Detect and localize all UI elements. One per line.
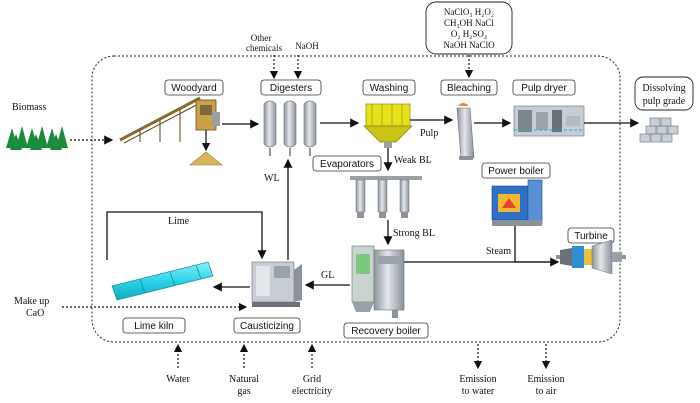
bleach-chemicals-box	[425, 1, 513, 55]
evaporators-box	[312, 155, 382, 172]
water-label: Water	[166, 374, 190, 385]
emission-air-label-2: to air	[536, 386, 557, 397]
woodyard-box	[164, 79, 224, 96]
bleach-chemical-line-4: NaOH NaClO	[443, 40, 495, 50]
causticizing-box	[233, 317, 301, 334]
digesters-box	[260, 79, 322, 96]
makeup-cao-label-2: CaO	[26, 308, 44, 319]
turbine-label: Turbine	[574, 231, 608, 242]
emission-water-label: Emission	[459, 374, 496, 385]
power-boiler-label: Power boiler	[488, 166, 544, 177]
woodyard-conveyor-icon	[119, 96, 220, 144]
lime-kiln-label: Lime kiln	[134, 321, 173, 332]
makeup-cao-label: Make up	[14, 296, 49, 307]
turbine-icon	[556, 239, 626, 275]
gl-label: GL	[321, 270, 334, 281]
washing-box	[362, 79, 416, 96]
digesters-icon	[263, 100, 317, 156]
other-chemicals-label-2: chemicals	[246, 43, 282, 53]
bleaching-label: Bleaching	[447, 83, 491, 94]
washing-label: Washing	[370, 83, 409, 94]
steam-label: Steam	[486, 246, 511, 257]
lime-loop-line	[106, 211, 267, 260]
causticizing-label: Causticizing	[240, 321, 294, 332]
wl-label: WL	[264, 173, 280, 184]
bleaching-tower-icon	[456, 103, 475, 160]
bleach-chemical-line-2: CH₃OH NaCl	[444, 18, 494, 28]
grid-electricity-label: Grid	[303, 374, 321, 385]
dissolving-label-2: pulp grade	[643, 96, 686, 107]
evaporators-icon	[350, 176, 422, 218]
emission-water-label-2: to water	[462, 386, 495, 397]
power-boiler-box	[481, 162, 551, 179]
weak-bl-label: Weak BL	[394, 155, 432, 166]
natural-gas-label: Natural	[229, 374, 259, 385]
grid-electricity-label-2: electricity	[292, 386, 332, 397]
woodyard-label: Woodyard	[171, 83, 216, 94]
emission-air-label: Emission	[527, 374, 564, 385]
power-boiler-icon	[491, 179, 543, 226]
biomass-trees-icon	[6, 126, 68, 150]
bleaching-box	[440, 79, 498, 96]
dissolving-pulp-box	[634, 76, 694, 111]
natural-gas-label-2: gas	[237, 386, 250, 397]
bleach-chemical-line-3: O₂ H₂SO₄	[451, 29, 487, 39]
pulp-bales-icon	[639, 117, 679, 143]
washing-icon	[363, 103, 413, 148]
digesters-label: Digesters	[270, 83, 312, 94]
causticizing-icon	[251, 261, 302, 307]
lime-kiln-box	[122, 317, 186, 334]
naoh-label: NaOH	[295, 41, 319, 51]
recovery-boiler-label: Recovery boiler	[351, 326, 421, 337]
recovery-boiler-box	[343, 322, 429, 339]
wood-chip-pile-icon	[189, 151, 223, 166]
evaporators-label: Evaporators	[320, 159, 374, 170]
system-boundary	[91, 55, 621, 343]
pulp-dryer-box	[512, 79, 576, 96]
pulp-stream-label: Pulp	[420, 128, 438, 139]
strong-bl-label: Strong BL	[393, 228, 435, 239]
recovery-boiler-icon	[351, 245, 405, 318]
pulp-dryer-icon	[513, 105, 585, 137]
lime-kiln-icon	[111, 261, 214, 301]
biomass-label: Biomass	[12, 102, 47, 113]
other-chemicals-label: Other	[251, 33, 272, 43]
dissolving-label: Dissolving	[642, 83, 685, 94]
bleach-chemical-line-1: NaClO₃ H₂O₂	[444, 7, 494, 17]
lime-label: Lime	[168, 216, 190, 227]
turbine-box	[567, 227, 615, 244]
pulp-dryer-label: Pulp dryer	[521, 83, 567, 94]
